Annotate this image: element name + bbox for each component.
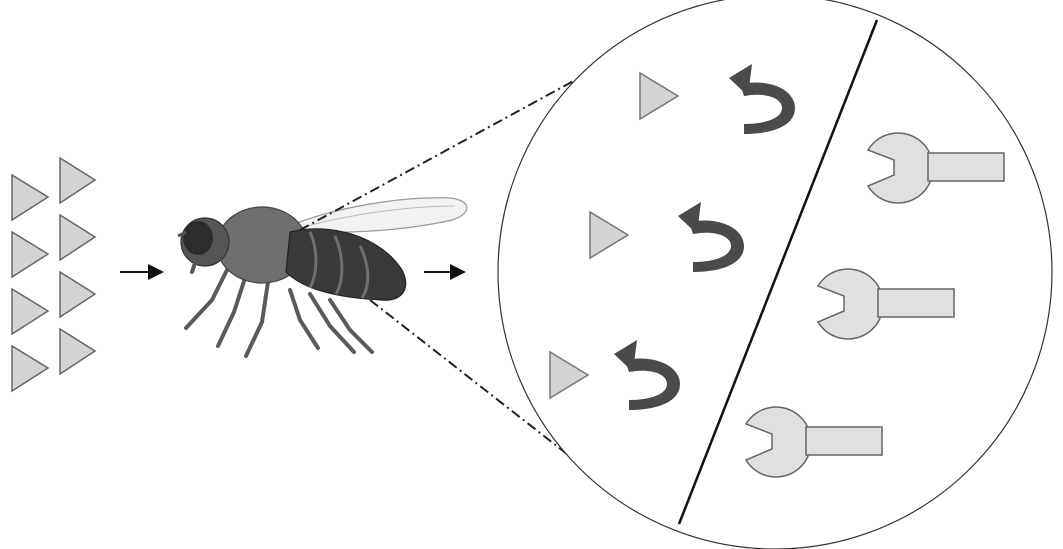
fly-eye (183, 221, 213, 255)
ligand-triangle (12, 346, 48, 391)
fly-wing (285, 198, 467, 233)
ligand-triangles (12, 158, 95, 391)
ligand-triangle (60, 272, 95, 317)
fly-abdomen (286, 229, 406, 300)
ligand-triangle (12, 175, 48, 220)
ligand-triangle (12, 289, 48, 334)
ligand-triangle (60, 215, 95, 260)
ligand-triangle (60, 329, 95, 374)
fly-illustration (178, 198, 467, 356)
ligand-triangle (60, 158, 95, 203)
ligand-triangle (12, 232, 48, 277)
